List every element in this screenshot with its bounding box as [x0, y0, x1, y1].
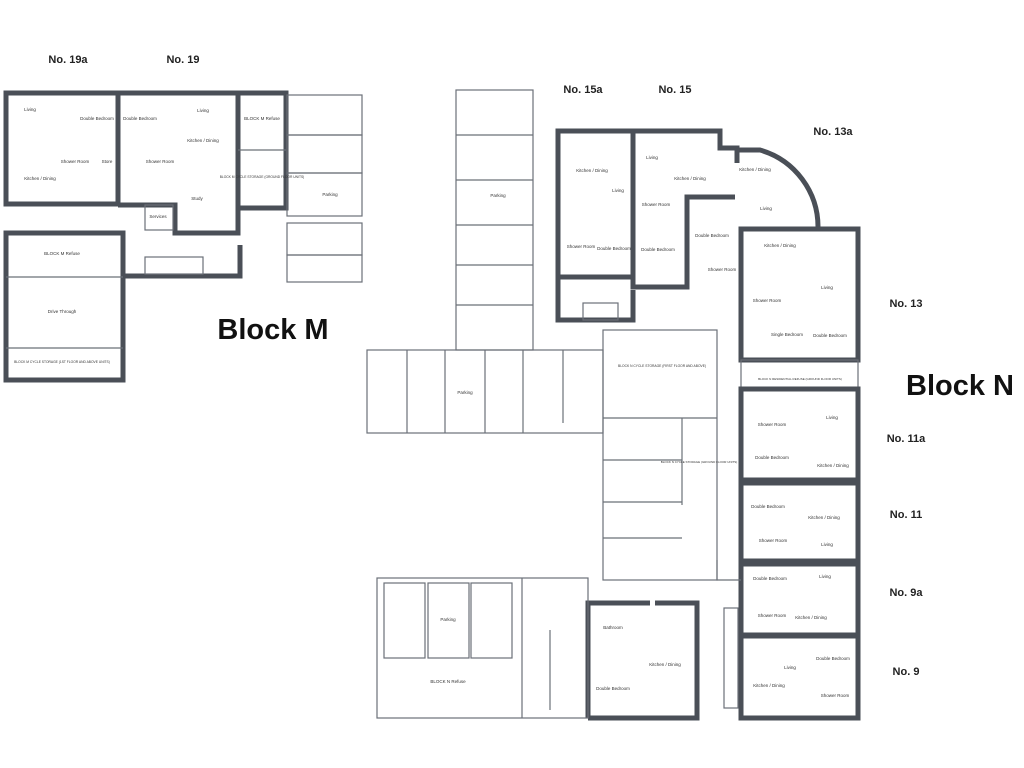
room-living: Living — [821, 542, 833, 547]
room-block-n-residential-refuse: BLOCK N RESIDENTIAL REFUSE (GROUND FLOOR… — [758, 377, 842, 381]
room-block-n-cycle-first: BLOCK N CYCLE STORAGE (FIRST FLOOR AND A… — [618, 364, 706, 368]
room-drive-through: Drive Through — [48, 309, 77, 314]
block-n-refuse-area — [376, 577, 589, 719]
room-living: Living — [197, 108, 209, 113]
block-n-title: Block N — [906, 370, 1014, 402]
room-services: Services — [149, 214, 167, 219]
room-shower-room: Shower Room — [753, 298, 782, 303]
room-living: Living — [826, 415, 838, 420]
room-kitchen-dining: Kitchen / Dining — [753, 683, 785, 688]
unit-label-11: No. 11 — [890, 509, 922, 521]
unit-label-13a: No. 13a — [813, 126, 853, 138]
block-m-title: Block M — [217, 314, 328, 346]
room-shower-room: Shower Room — [758, 613, 787, 618]
room-living: Living — [821, 285, 833, 290]
room-double-bedroom: Double Bedroom — [695, 233, 729, 238]
room-kitchen-dining: Kitchen / Dining — [674, 176, 706, 181]
block-n-parking — [366, 89, 604, 434]
room-double-bedroom: Double Bedroom — [596, 686, 630, 691]
room-shower-room: Shower Room — [146, 159, 175, 164]
room-living: Living — [646, 155, 658, 160]
room-double-bedroom: Double Bedroom — [755, 455, 789, 460]
room-double-bedroom: Double Bedroom — [813, 333, 847, 338]
room-double-bedroom: Double Bedroom — [80, 116, 114, 121]
room-block-m-cycle-first: BLOCK M CYCLE STORAGE (1ST FLOOR AND ABO… — [14, 360, 110, 364]
room-block-m-cycle-ground: BLOCK M CYCLE STORAGE (GROUND FLOOR UNIT… — [220, 175, 305, 179]
room-shower-room: Shower Room — [61, 159, 90, 164]
room-parking: Parking — [457, 390, 473, 395]
room-double-bedroom: Double Bedroom — [751, 504, 785, 509]
room-double-bedroom: Double Bedroom — [597, 246, 631, 251]
room-shower-room: Shower Room — [821, 693, 850, 698]
room-living: Living — [819, 574, 831, 579]
room-kitchen-dining: Kitchen / Dining — [817, 463, 849, 468]
unit-label-9a: No. 9a — [889, 587, 923, 599]
unit-label-19a: No. 19a — [48, 54, 88, 66]
room-double-bedroom: Double Bedroom — [753, 576, 787, 581]
room-block-n-refuse: BLOCK N Refuse — [430, 679, 466, 684]
room-bathroom: Bathroom — [603, 625, 623, 630]
room-kitchen-dining: Kitchen / Dining — [808, 515, 840, 520]
room-kitchen-dining: Kitchen / Dining — [764, 243, 796, 248]
room-kitchen-dining: Kitchen / Dining — [576, 168, 608, 173]
unit-label-13: No. 13 — [889, 298, 922, 310]
room-block-m-refuse: BLOCK M Refuse — [44, 251, 80, 256]
unit-label-9: No. 9 — [893, 666, 920, 678]
room-living: Living — [760, 206, 772, 211]
room-study: Study — [191, 196, 203, 201]
room-kitchen-dining: Kitchen / Dining — [795, 615, 827, 620]
room-double-bedroom: Double Bedroom — [816, 656, 850, 661]
room-single-bedroom: Single Bedroom — [771, 332, 803, 337]
room-shower-room: Shower Room — [759, 538, 788, 543]
room-parking: Parking — [440, 617, 456, 622]
unit-label-11a: No. 11a — [887, 433, 926, 445]
room-kitchen-dining: Kitchen / Dining — [739, 167, 771, 172]
block-n-central-storage — [602, 329, 718, 581]
room-living: Living — [24, 107, 36, 112]
room-shower-room: Shower Room — [567, 244, 596, 249]
room-parking: Parking — [322, 192, 338, 197]
room-kitchen-dining: Kitchen / Dining — [187, 138, 219, 143]
room-labels: Living Kitchen / Dining Double Bedroom S… — [14, 107, 850, 698]
room-shower-room: Shower Room — [708, 267, 737, 272]
room-living: Living — [612, 188, 624, 193]
block-m-walls — [3, 90, 289, 383]
room-store: Store — [102, 159, 113, 164]
room-block-m-refuse: BLOCK M Refuse — [244, 116, 280, 121]
unit-label-15a: No. 15a — [563, 84, 603, 96]
room-block-n-cycle-ground: BLOCK N CYCLE STORAGE (GROUND FLOOR UNIT… — [661, 460, 738, 464]
room-shower-room: Shower Room — [642, 202, 671, 207]
room-kitchen-dining: Kitchen / Dining — [24, 176, 56, 181]
room-parking: Parking — [490, 193, 506, 198]
unit-labels: No. 19a No. 19 No. 15a No. 15 No. 13a No… — [48, 54, 926, 678]
room-kitchen-dining: Kitchen / Dining — [649, 662, 681, 667]
room-living: Living — [784, 665, 796, 670]
room-double-bedroom: Double Bedroom — [123, 116, 157, 121]
room-shower-room: Shower Room — [758, 422, 787, 427]
room-double-bedroom: Double Bedroom — [641, 247, 675, 252]
unit-label-19: No. 19 — [166, 54, 199, 66]
block-m-parking — [286, 94, 363, 283]
unit-label-15: No. 15 — [658, 84, 691, 96]
